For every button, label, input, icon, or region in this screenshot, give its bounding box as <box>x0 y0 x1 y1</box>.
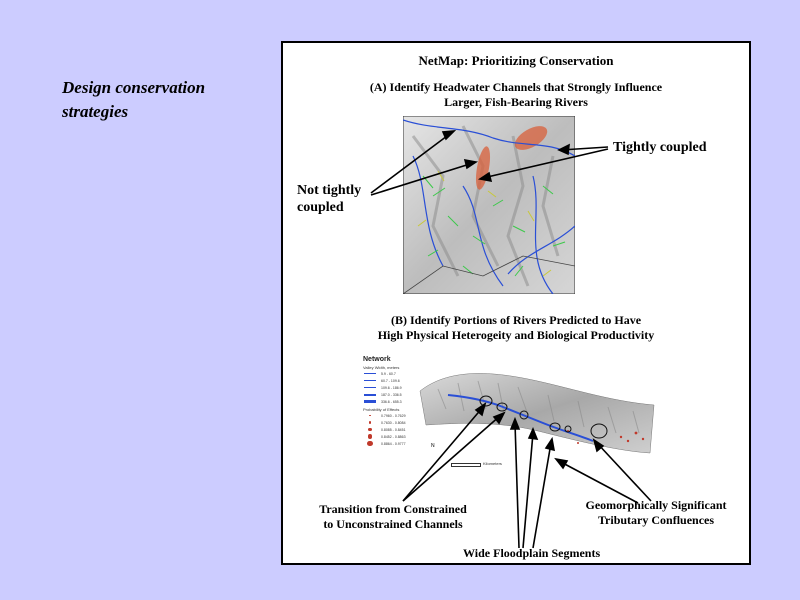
slide-heading: Design conservation strategies <box>62 78 206 121</box>
geomorphic-line2: Tributary Confluences <box>597 513 715 527</box>
legend-row: 0.7630 - 0.8084 <box>363 419 427 426</box>
legend-valley-width-label: Valley Width, meters <box>363 365 400 370</box>
not-tightly-coupled-label: Not tightly coupled <box>297 182 361 216</box>
river-network-map <box>419 373 655 454</box>
scale-units: Kilometers <box>483 461 502 466</box>
figure-panel: NetMap: Prioritizing Conservation (A) Id… <box>281 41 751 565</box>
legend-probability-label: Probability of Effects <box>363 407 400 412</box>
north-arrow: N <box>431 443 435 449</box>
section-b-heading-line1: (B) Identify Portions of Rivers Predicte… <box>390 313 642 327</box>
legend-row: 5.9 - 60.7 <box>364 371 396 376</box>
section-b-heading-line2: High Physical Heterogeity and Biological… <box>377 328 655 342</box>
section-a-heading-line2: Larger, Fish-Bearing Rivers <box>444 95 588 109</box>
legend-row: 187.0 - 336.5 <box>363 391 427 398</box>
legend-row: 0.8452 - 0.8863 <box>363 433 427 440</box>
map-legend: Network Valley Width, meters 5.9 - 60.7 … <box>363 356 427 447</box>
legend-row: 0.7960 - 0.7629 <box>363 412 427 419</box>
scale-bar <box>451 463 481 467</box>
not-tightly-line2: coupled <box>297 200 344 215</box>
legend-row: 336.6 - 655.3 <box>363 398 427 405</box>
legend-row: 0.8864 - 0.9777 <box>363 440 427 447</box>
geomorphic-confluences-label: Geomorphically Significant Tributary Con… <box>575 498 737 528</box>
legend-row: 60.7 - 109.6 <box>363 377 427 384</box>
transition-line2: to Unconstrained Channels <box>323 517 463 531</box>
geomorphic-line1: Geomorphically Significant <box>585 498 727 512</box>
legend-row: 0.8085 - 0.8451 <box>363 426 427 433</box>
legend-title: Network <box>363 356 391 363</box>
tightly-coupled-label: Tightly coupled <box>613 140 707 155</box>
transition-line1: Transition from Constrained <box>319 502 467 516</box>
map-a-arrows <box>370 130 609 196</box>
transition-label: Transition from Constrained to Unconstra… <box>305 502 481 532</box>
legend-row: 109.6 - 186.9 <box>363 384 427 391</box>
floodplain-label: Wide Floodplain Segments <box>463 546 601 560</box>
section-a-heading-line1: (A) Identify Headwater Channels that Str… <box>369 80 663 94</box>
not-tightly-line1: Not tightly <box>297 183 362 198</box>
panel-title: NetMap: Prioritizing Conservation <box>418 53 614 68</box>
map-b-arrows <box>402 402 652 549</box>
